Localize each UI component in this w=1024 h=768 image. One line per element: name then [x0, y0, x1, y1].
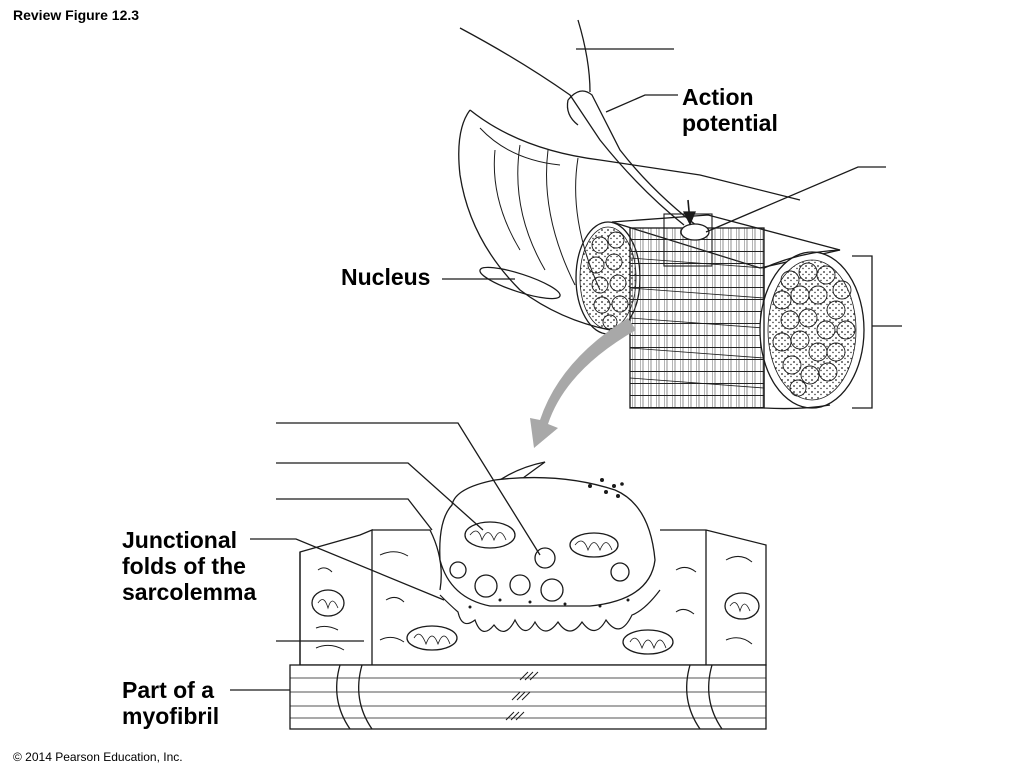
label-action-potential-line2: potential	[682, 109, 778, 136]
label-action-potential: Action potential	[682, 84, 778, 137]
zoom-arrow	[530, 318, 636, 448]
figure-title: Review Figure 12.3	[13, 7, 140, 23]
muscle-fiber-illustration	[458, 19, 873, 410]
label-junctional-line3: sarcolemma	[122, 578, 257, 605]
label-myofibril-line1: Part of a	[122, 677, 215, 703]
neuromuscular-junction-illustration	[289, 461, 767, 730]
label-myofibril-line2: myofibril	[122, 702, 220, 729]
leader-lines-top	[442, 48, 902, 327]
leader-lines-bottom	[230, 422, 541, 691]
label-action-potential-line1: Action	[682, 84, 754, 110]
copyright-footer: © 2014 Pearson Education, Inc.	[13, 750, 183, 764]
label-junctional-line2: folds of the	[122, 552, 246, 579]
label-junctional-folds: Junctional folds of the sarcolemma	[122, 527, 257, 605]
label-junctional-line1: Junctional	[122, 527, 238, 553]
label-myofibril: Part of a myofibril	[122, 677, 220, 730]
label-nucleus: Nucleus	[341, 264, 431, 290]
